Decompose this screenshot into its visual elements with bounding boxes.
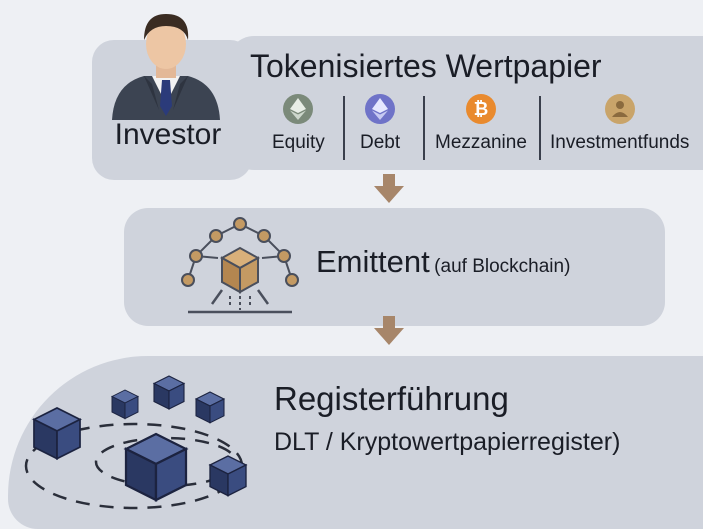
issuer-title: Emittent (auf Blockchain) xyxy=(316,244,570,280)
blockchain-network-icon xyxy=(181,217,299,314)
type-mezzanine: ₿ Mezzanine xyxy=(435,94,527,168)
divider xyxy=(539,96,541,160)
ethereum-icon xyxy=(283,94,314,124)
investor-avatar-icon xyxy=(112,14,220,120)
type-label-debt: Debt xyxy=(360,132,401,153)
divider xyxy=(343,96,345,160)
distributed-ledger-icon xyxy=(24,375,247,510)
arrow-down-icon xyxy=(374,316,404,345)
type-label-mezzanine: Mezzanine xyxy=(435,132,527,153)
issuer-sublabel: (auf Blockchain) xyxy=(434,256,571,277)
type-label-equity: Equity xyxy=(272,132,325,153)
issuer-panel xyxy=(124,208,665,326)
ethereum-icon xyxy=(365,94,396,124)
type-investmentfunds: Investmentfunds xyxy=(550,94,689,168)
registry-title: Registerführung xyxy=(274,380,509,417)
investor-label: Investor xyxy=(114,118,222,151)
type-debt: Debt xyxy=(360,94,400,168)
type-label-investmentfunds: Investmentfunds xyxy=(550,132,690,153)
registry-subtitle: DLT / Kryptowertpapierregister) xyxy=(274,428,621,456)
divider xyxy=(423,96,425,160)
issuer-label: Emittent xyxy=(316,244,430,279)
type-equity: Equity xyxy=(272,94,325,168)
tokenized-security-title: Tokenisiertes Wertpapier xyxy=(250,48,602,84)
arrow-down-icon xyxy=(374,174,404,203)
bitcoin-icon: ₿ xyxy=(465,94,496,124)
fund-icon xyxy=(604,94,635,124)
